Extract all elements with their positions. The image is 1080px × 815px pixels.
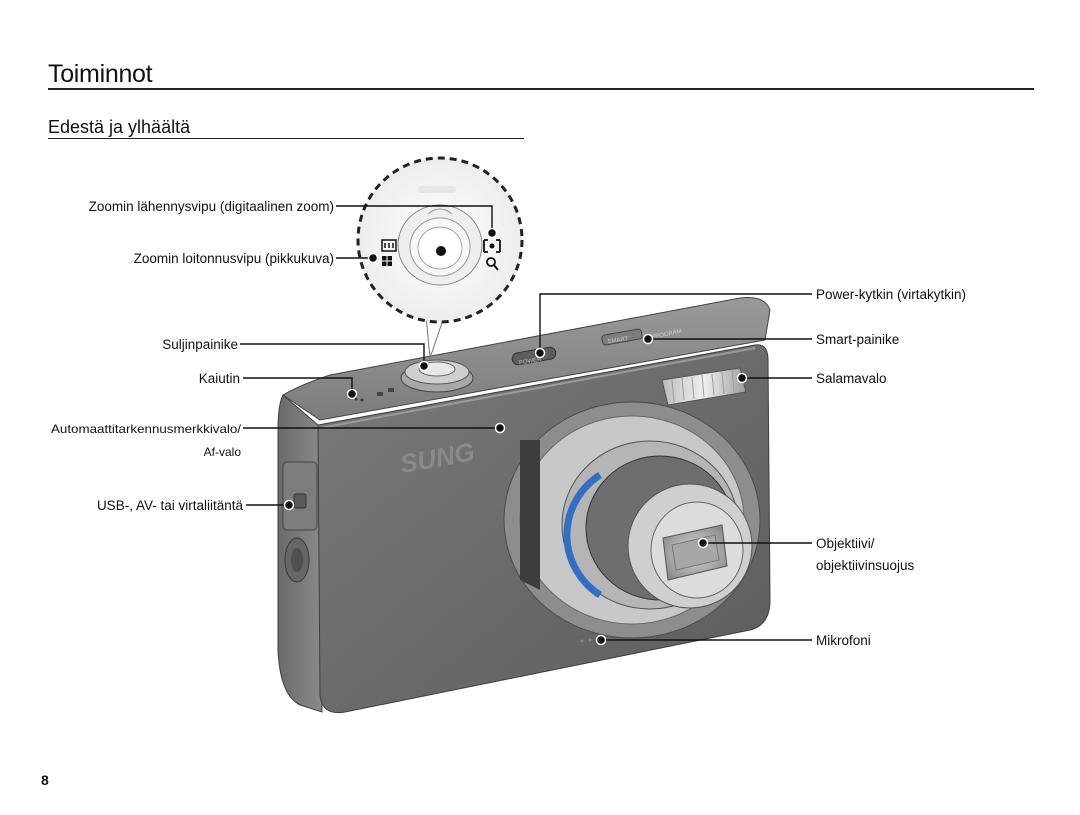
title-rule [48, 88, 1034, 90]
subtitle-rule [48, 138, 524, 139]
lens-assembly [503, 401, 761, 639]
smart-button-text: SMART [607, 336, 629, 346]
magnifier-icon [486, 257, 499, 271]
label-lens-line1: Objektiivi/ [816, 536, 875, 551]
page-number: 8 [41, 772, 49, 788]
label-lens-line2: objektiivinsuojus [816, 558, 915, 573]
label-microphone: Mikrofoni [816, 633, 871, 648]
tele-icon [483, 239, 501, 253]
page-title: Toiminnot [48, 60, 153, 88]
label-power-switch: Power-kytkin (virtakytkin) [816, 287, 966, 302]
label-shutter: Suljinpainike [162, 337, 238, 352]
zoom-callout [356, 156, 524, 359]
flash-unit [661, 367, 747, 406]
label-af-lamp-line1: Automaattitarkennusmerkkivalo/ [51, 422, 242, 436]
power-button-text: POWER [519, 357, 543, 367]
label-speaker: Kaiutin [199, 371, 240, 386]
thumbnail-icon [381, 239, 397, 252]
label-zoom-in: Zoomin lähennysvipu (digitaalinen zoom) [89, 199, 334, 214]
label-usb-port: USB-, AV- tai virtaliitäntä [97, 498, 244, 513]
label-flash: Salamavalo [816, 371, 887, 386]
leader-dots [283, 227, 748, 646]
leader-lines [240, 205, 812, 641]
top-controls: POWER SMART PROGRAM [348, 328, 682, 402]
section-subtitle: Edestä ja ylhäältä [48, 117, 191, 137]
grid-icon [382, 256, 392, 266]
label-af-lamp-line2: Af-valo [204, 445, 242, 459]
label-smart-button: Smart-painike [816, 332, 899, 347]
label-zoom-out: Zoomin loitonnusvipu (pikkukuva) [134, 251, 334, 266]
